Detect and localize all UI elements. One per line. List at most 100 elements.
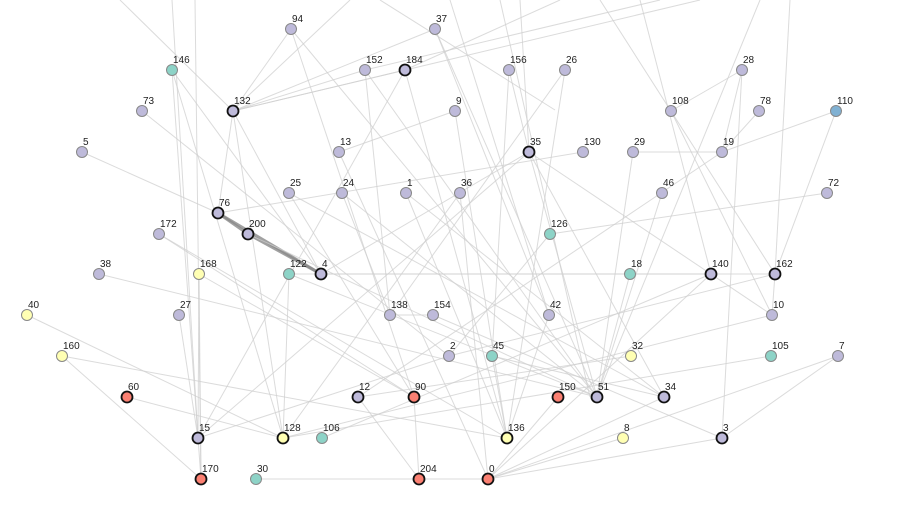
node-circle[interactable] [191, 431, 205, 445]
node-circle[interactable] [193, 268, 205, 280]
node-circle[interactable] [93, 268, 105, 280]
graph-node-32[interactable]: 32 [625, 341, 644, 362]
graph-node-46[interactable]: 46 [656, 178, 675, 199]
graph-node-168[interactable]: 168 [193, 259, 218, 280]
graph-node-26[interactable]: 26 [559, 55, 578, 76]
node-circle[interactable] [56, 350, 68, 362]
node-circle[interactable] [153, 228, 165, 240]
node-circle[interactable] [283, 187, 295, 199]
graph-node-156[interactable]: 156 [503, 55, 528, 76]
node-circle[interactable] [715, 431, 729, 445]
node-circle[interactable] [625, 350, 637, 362]
node-circle[interactable] [351, 390, 365, 404]
node-circle[interactable] [359, 64, 371, 76]
graph-node-162[interactable]: 162 [768, 259, 794, 281]
node-circle[interactable] [486, 350, 498, 362]
graph-node-154[interactable]: 154 [427, 300, 452, 321]
node-circle[interactable] [136, 105, 148, 117]
graph-node-35[interactable]: 35 [522, 137, 542, 159]
node-circle[interactable] [768, 267, 782, 281]
node-circle[interactable] [333, 146, 345, 158]
graph-node-72[interactable]: 72 [821, 178, 840, 199]
graph-node-94[interactable]: 94 [285, 14, 304, 35]
node-circle[interactable] [522, 145, 536, 159]
graph-node-200[interactable]: 200 [241, 219, 267, 241]
graph-node-0[interactable]: 0 [481, 464, 496, 486]
graph-node-160[interactable]: 160 [56, 341, 81, 362]
graph-node-76[interactable]: 76 [211, 198, 231, 220]
graph-node-27[interactable]: 27 [173, 300, 192, 321]
node-circle[interactable] [443, 350, 455, 362]
node-circle[interactable] [481, 472, 495, 486]
graph-node-132[interactable]: 132 [226, 96, 252, 118]
node-circle[interactable] [21, 309, 33, 321]
node-circle[interactable] [211, 206, 225, 220]
graph-node-19[interactable]: 19 [716, 137, 735, 158]
node-circle[interactable] [765, 350, 777, 362]
graph-node-140[interactable]: 140 [704, 259, 730, 281]
graph-node-38[interactable]: 38 [93, 259, 112, 280]
graph-node-3[interactable]: 3 [715, 423, 730, 445]
graph-node-45[interactable]: 45 [486, 341, 505, 362]
graph-node-184[interactable]: 184 [398, 55, 424, 77]
graph-node-170[interactable]: 170 [194, 464, 220, 486]
node-circle[interactable] [590, 390, 604, 404]
node-circle[interactable] [753, 105, 765, 117]
node-circle[interactable] [577, 146, 589, 158]
graph-node-122[interactable]: 122 [283, 259, 308, 280]
node-circle[interactable] [665, 105, 677, 117]
graph-node-126[interactable]: 126 [544, 219, 569, 240]
graph-node-10[interactable]: 10 [766, 300, 785, 321]
node-circle[interactable] [173, 309, 185, 321]
node-circle[interactable] [503, 64, 515, 76]
node-circle[interactable] [454, 187, 466, 199]
graph-node-24[interactable]: 24 [336, 178, 355, 199]
graph-node-42[interactable]: 42 [543, 300, 562, 321]
node-circle[interactable] [283, 268, 295, 280]
graph-node-138[interactable]: 138 [384, 300, 409, 321]
graph-node-5[interactable]: 5 [76, 137, 90, 158]
graph-node-30[interactable]: 30 [250, 464, 269, 485]
graph-node-18[interactable]: 18 [624, 259, 643, 280]
node-circle[interactable] [617, 432, 629, 444]
node-circle[interactable] [821, 187, 833, 199]
node-circle[interactable] [830, 105, 842, 117]
graph-node-152[interactable]: 152 [359, 55, 384, 76]
graph-node-1[interactable]: 1 [400, 178, 414, 199]
graph-node-4[interactable]: 4 [314, 259, 329, 281]
graph-node-73[interactable]: 73 [136, 96, 155, 117]
graph-node-172[interactable]: 172 [153, 219, 178, 240]
node-circle[interactable] [559, 64, 571, 76]
node-circle[interactable] [316, 432, 328, 444]
graph-node-9[interactable]: 9 [449, 96, 463, 117]
node-circle[interactable] [543, 309, 555, 321]
node-circle[interactable] [226, 104, 240, 118]
graph-node-106[interactable]: 106 [316, 423, 341, 444]
node-circle[interactable] [624, 268, 636, 280]
graph-node-51[interactable]: 51 [590, 382, 610, 404]
node-circle[interactable] [336, 187, 348, 199]
graph-node-105[interactable]: 105 [765, 341, 790, 362]
graph-node-108[interactable]: 108 [665, 96, 690, 117]
node-circle[interactable] [250, 473, 262, 485]
graph-node-13[interactable]: 13 [333, 137, 352, 158]
node-circle[interactable] [704, 267, 718, 281]
graph-node-25[interactable]: 25 [283, 178, 302, 199]
graph-node-110[interactable]: 110 [830, 96, 854, 117]
node-circle[interactable] [544, 228, 556, 240]
node-circle[interactable] [627, 146, 639, 158]
node-circle[interactable] [76, 146, 88, 158]
node-circle[interactable] [407, 390, 421, 404]
node-circle[interactable] [429, 23, 441, 35]
node-circle[interactable] [314, 267, 328, 281]
graph-node-2[interactable]: 2 [443, 341, 457, 362]
node-circle[interactable] [241, 227, 255, 241]
graph-node-90[interactable]: 90 [407, 382, 427, 404]
graph-node-29[interactable]: 29 [627, 137, 646, 158]
graph-node-12[interactable]: 12 [351, 382, 371, 404]
node-circle[interactable] [832, 350, 844, 362]
graph-node-78[interactable]: 78 [753, 96, 772, 117]
node-circle[interactable] [400, 187, 412, 199]
graph-node-130[interactable]: 130 [577, 137, 602, 158]
node-circle[interactable] [766, 309, 778, 321]
